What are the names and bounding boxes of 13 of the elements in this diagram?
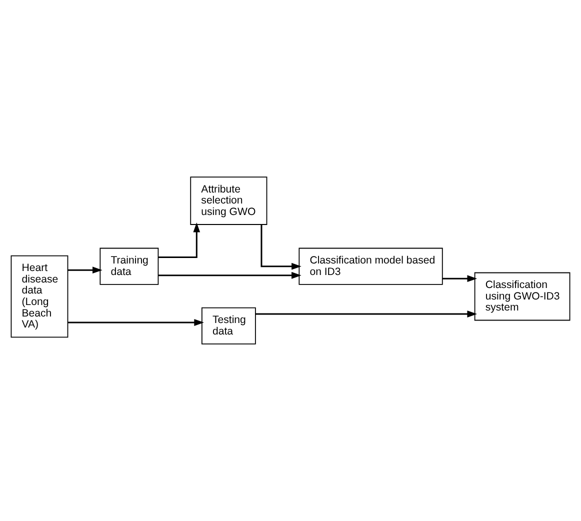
node-box: Attribute selection using GWO [190, 176, 268, 225]
arrow [442, 275, 478, 282]
arrow [158, 222, 200, 258]
arrow [68, 266, 102, 274]
arrow [256, 310, 478, 318]
arrow [68, 319, 204, 326]
node-box: Classification model based on ID3 [298, 248, 443, 285]
node-box: Testing data [201, 307, 256, 344]
arrow [158, 272, 302, 279]
node-box: Heart disease data (Long Beach VA) [10, 255, 68, 338]
arrow [260, 224, 302, 270]
node-box: Training data [100, 248, 159, 285]
node-box: Classification using GWO-ID3 system [474, 272, 570, 321]
